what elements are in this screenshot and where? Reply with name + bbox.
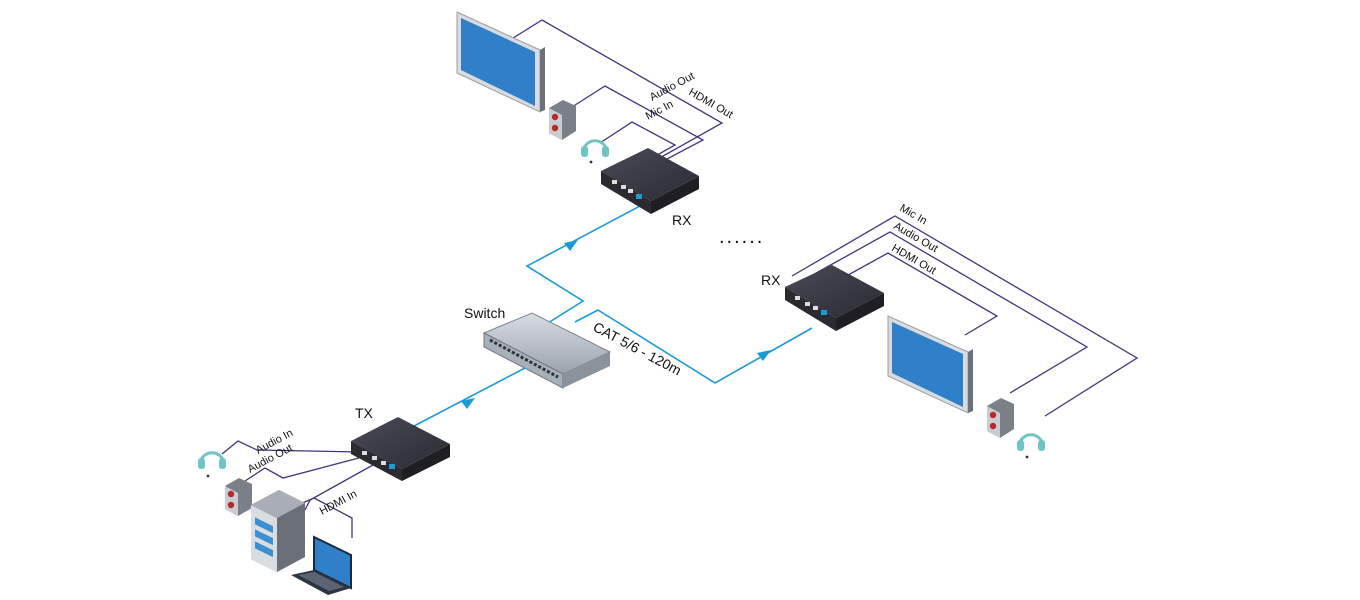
tx-label: TX [355, 405, 374, 421]
rx-right-wires [791, 215, 1139, 417]
rx-top-label: RX [672, 212, 692, 228]
speaker-icon [549, 100, 576, 140]
tx-device [351, 417, 450, 481]
headset-icon [1017, 433, 1045, 459]
arrow-icon [757, 350, 771, 361]
rx-right-label: RX [761, 272, 781, 288]
arrow-icon [461, 398, 475, 409]
switch-to-rx-right-line [574, 309, 813, 384]
server-icon [251, 490, 305, 572]
continuation-dots: ...... [719, 226, 764, 248]
cable-label: CAT 5/6 - 120m [591, 319, 685, 379]
rx-right-device [785, 265, 884, 331]
switch-label: Switch [464, 305, 505, 321]
tx-wires [221, 440, 383, 538]
rx-top-audio-out-label: Audio Out [648, 70, 697, 104]
monitor-top [456, 11, 545, 113]
speaker-icon [987, 398, 1014, 438]
switch-to-rx-top-line [525, 205, 641, 324]
monitor-right [887, 315, 973, 414]
rx-top-mic-in-label: Mic In [644, 98, 676, 122]
network-switch [482, 312, 612, 389]
arrow-icon [564, 240, 578, 251]
laptop-icon [291, 535, 352, 595]
speaker-icon [225, 478, 252, 516]
headset-icon [581, 139, 609, 164]
headset-icon [198, 451, 226, 478]
rx-top-device [601, 148, 699, 214]
